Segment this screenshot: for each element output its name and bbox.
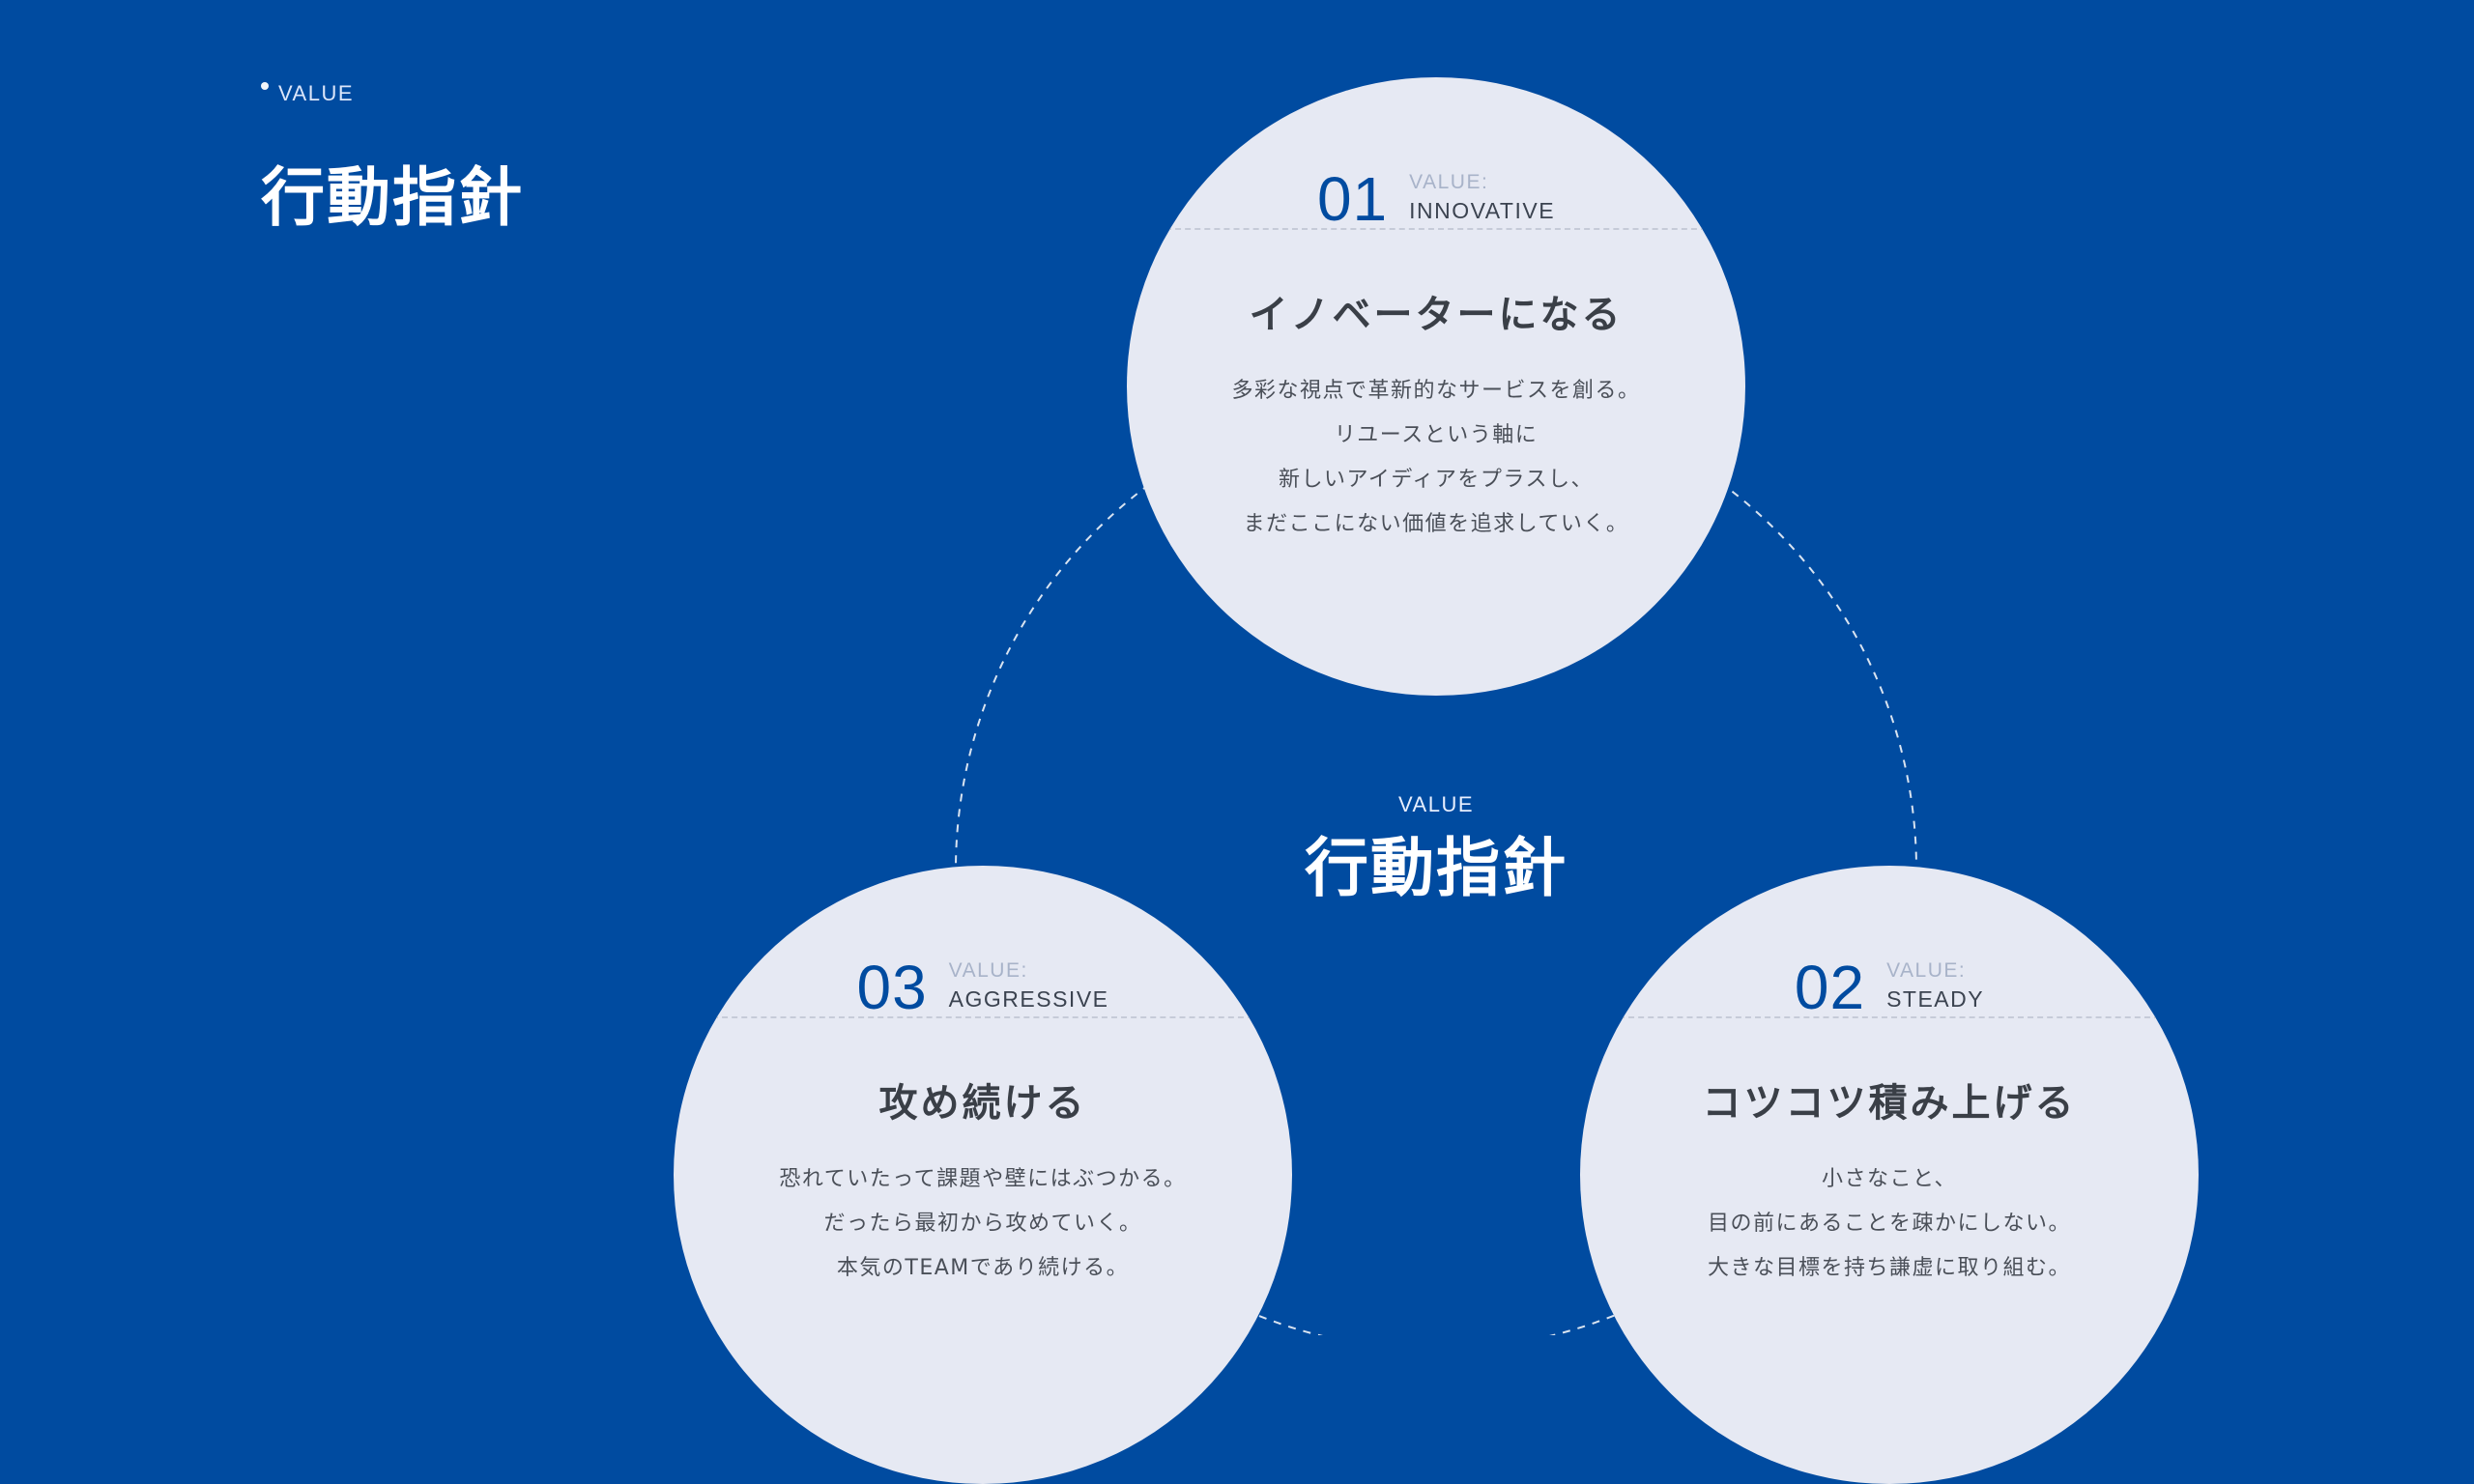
value-card-aggressive: 03 VALUE: AGGRESSIVE 攻め続ける 恐れていたって課題や壁には… xyxy=(674,866,1292,1484)
value-name: AGGRESSIVE xyxy=(948,986,1109,1012)
value-card-innovative: 01 VALUE: INNOVATIVE イノベーターになる 多彩な視点で革新的… xyxy=(1127,77,1745,696)
value-kicker: VALUE: xyxy=(948,959,1028,982)
value-heading: 攻め続ける xyxy=(878,1081,1087,1126)
dashed-divider xyxy=(1619,1016,2160,1018)
section-eyebrow: VALUE xyxy=(261,81,354,106)
description-line: だったら最初から攻めていく。 xyxy=(823,1212,1142,1236)
dashed-divider xyxy=(712,1016,1253,1018)
description-line: 大きな目標を持ち謙虚に取り組む。 xyxy=(1707,1256,2071,1280)
center-eyebrow: VALUE xyxy=(1397,792,1475,816)
value-number: 01 xyxy=(1316,164,1389,234)
description-line: まだここにない価値を追求していく。 xyxy=(1243,512,1629,536)
value-kicker: VALUE: xyxy=(1886,959,1967,982)
description-line: リユースという軸に xyxy=(1334,423,1539,447)
section-eyebrow-text: VALUE xyxy=(278,81,355,105)
dashed-divider xyxy=(1165,228,1707,230)
value-number: 03 xyxy=(856,953,928,1022)
value-number: 02 xyxy=(1794,953,1866,1022)
description-line: 小さなこと、 xyxy=(1821,1167,1958,1191)
description-line: 本気のTEAMであり続ける。 xyxy=(836,1256,1130,1280)
description-line: 多彩な視点で革新的なサービスを創る。 xyxy=(1231,379,1641,403)
description-line: 新しいアイディアをプラスし、 xyxy=(1279,468,1594,492)
value-heading: イノベーターになる xyxy=(1249,293,1624,337)
description-line: 目の前にあることを疎かにしない。 xyxy=(1707,1212,2071,1236)
center-title: 行動指針 xyxy=(1305,831,1568,905)
value-kicker: VALUE: xyxy=(1409,171,1489,193)
bullet-dot-icon xyxy=(261,82,269,90)
value-heading: コツコツ積み上げる xyxy=(1702,1081,2077,1126)
value-card-header: 03 VALUE: AGGRESSIVE xyxy=(674,922,1292,1022)
value-description: 恐れていたって課題や壁にはぶつかる。 だったら最初から攻めていく。 本気のTEA… xyxy=(712,1157,1253,1291)
value-card-header: 01 VALUE: INNOVATIVE xyxy=(1127,133,1745,234)
page-title: 行動指針 xyxy=(261,160,524,235)
value-labels: VALUE: STEADY xyxy=(1886,959,1984,1016)
value-description: 小さなこと、 目の前にあることを疎かにしない。 大きな目標を持ち謙虚に取り組む。 xyxy=(1619,1157,2160,1291)
value-description: 多彩な視点で革新的なサービスを創る。 リユースという軸に 新しいアイディアをプラ… xyxy=(1165,369,1707,547)
value-name: STEADY xyxy=(1886,986,1985,1012)
description-line: 恐れていたって課題や壁にはぶつかる。 xyxy=(779,1167,1187,1191)
value-labels: VALUE: INNOVATIVE xyxy=(1409,171,1555,228)
value-card-steady: 02 VALUE: STEADY コツコツ積み上げる 小さなこと、 目の前にある… xyxy=(1580,866,2199,1484)
value-card-header: 02 VALUE: STEADY xyxy=(1580,922,2199,1022)
value-name: INNOVATIVE xyxy=(1409,198,1556,223)
value-labels: VALUE: AGGRESSIVE xyxy=(949,959,1109,1016)
